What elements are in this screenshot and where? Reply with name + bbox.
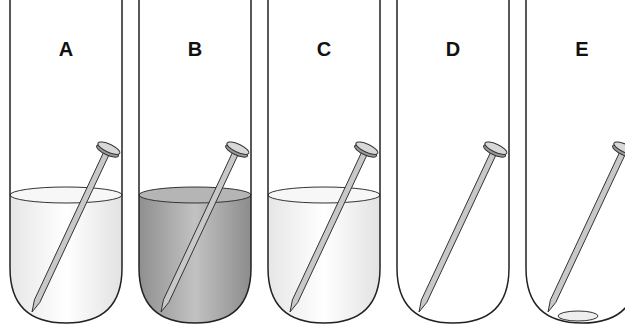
test-tube bbox=[526, 0, 625, 323]
nail-shank bbox=[548, 151, 625, 312]
liquid-surface bbox=[10, 187, 122, 203]
nail-head bbox=[96, 139, 121, 156]
tube-glass bbox=[268, 0, 380, 323]
nail-shank bbox=[290, 151, 367, 312]
nail-head bbox=[225, 139, 250, 156]
tube-label: A bbox=[59, 38, 73, 61]
tube-glass bbox=[139, 0, 251, 323]
tube-glass bbox=[10, 0, 122, 323]
nail-shank bbox=[32, 151, 109, 312]
liquid bbox=[139, 195, 251, 323]
nail-head bbox=[612, 139, 625, 156]
tube-label: D bbox=[446, 38, 460, 61]
test-tube bbox=[139, 0, 251, 323]
tube-label: E bbox=[575, 38, 588, 61]
nail-head bbox=[483, 139, 508, 156]
liquid bbox=[10, 195, 122, 323]
liquid-drop bbox=[558, 311, 598, 321]
nail-head bbox=[354, 139, 379, 156]
tube-label: B bbox=[188, 38, 202, 61]
liquid bbox=[268, 195, 380, 323]
nail-shank bbox=[161, 151, 238, 312]
test-tube bbox=[397, 0, 509, 323]
liquid-surface bbox=[139, 187, 251, 203]
tube-glass bbox=[397, 0, 509, 323]
test-tube bbox=[268, 0, 380, 323]
liquid-surface bbox=[268, 187, 380, 203]
test-tube bbox=[10, 0, 122, 323]
tube-label: C bbox=[317, 38, 331, 61]
tube-glass bbox=[526, 0, 625, 323]
nail-shank bbox=[419, 151, 496, 312]
